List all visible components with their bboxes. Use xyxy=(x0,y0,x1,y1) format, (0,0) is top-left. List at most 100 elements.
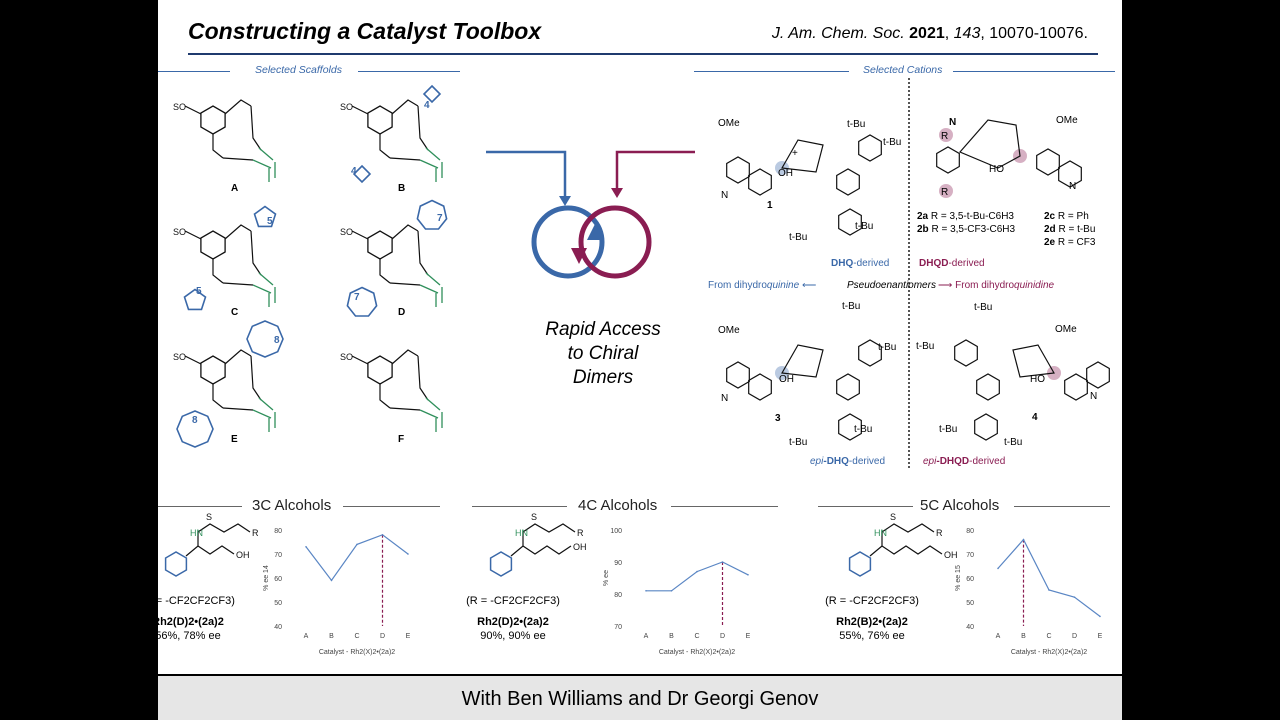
sulfamate-group xyxy=(881,523,935,546)
ring-size-c2: 5 xyxy=(196,286,202,297)
ome-label-1: OMe xyxy=(718,118,740,129)
n-label-1: N xyxy=(721,190,729,201)
tbu-aryl-top xyxy=(954,339,978,367)
y-tick-label: 60 xyxy=(966,576,974,583)
r-entry-2c: 2c R = Ph xyxy=(1044,211,1089,222)
tbu-4a: t-Bu xyxy=(974,302,993,313)
spiro-ring-bottom xyxy=(352,164,372,184)
scaffold-arene-ring xyxy=(367,230,393,260)
alc4-conditions: (R = -CF2CF2CF3) Rh2(D)2•(2a)2 90%, 90% … xyxy=(466,595,560,642)
data-point xyxy=(670,590,673,592)
data-point xyxy=(997,567,999,570)
y-tick-label: 80 xyxy=(274,528,282,535)
ome-label-4: OMe xyxy=(1055,324,1077,335)
rh-rh-core xyxy=(419,272,443,307)
y-tick-label: 100 xyxy=(610,528,622,535)
x-tick-label: E xyxy=(1098,633,1103,640)
magenta-arrowhead xyxy=(611,188,623,198)
rapid-access-text: Rapid Access to Chiral Dimers xyxy=(545,319,661,388)
spiro-ring-top xyxy=(416,199,448,230)
tbu-aryl-top xyxy=(858,339,882,367)
scaffold-linker xyxy=(351,99,419,159)
tbu-4d: t-Bu xyxy=(1004,437,1023,448)
ring-size-e1: 8 xyxy=(274,335,280,346)
x-tick-label: E xyxy=(746,633,751,640)
tbu-aryl-bottom xyxy=(974,413,998,441)
central-aryl xyxy=(836,168,860,196)
tbu-1b: t-Bu xyxy=(883,137,902,148)
scaffold-carboxylate xyxy=(222,355,262,411)
s-text: S xyxy=(531,512,537,522)
cation-divider xyxy=(908,78,910,468)
phenyl-ring xyxy=(489,551,513,577)
scaffold-carboxylate xyxy=(222,105,262,161)
scaffold-arene-ring xyxy=(367,105,393,135)
tbu-1a: t-Bu xyxy=(847,119,866,130)
tbu-4c: t-Bu xyxy=(939,424,958,435)
pseudoenantiomers-label: Pseudoenantiomers xyxy=(847,280,936,291)
scaffold-linker xyxy=(184,99,252,159)
data-point xyxy=(747,574,749,576)
ring-size-e2: 8 xyxy=(192,415,198,426)
journal-reference: J. Am. Chem. Soc. 2021, 143, 10070-10076… xyxy=(771,25,1088,42)
spiro-ring-top xyxy=(253,205,277,228)
dhqd-derived: DHQD-derived xyxy=(919,258,985,269)
quinuclidine-core xyxy=(781,344,824,378)
data-point xyxy=(305,546,307,548)
footer-credits: With Ben Williams and Dr Georgi Genov xyxy=(461,688,819,710)
series-line xyxy=(646,561,749,592)
scaffold-linker xyxy=(351,224,419,284)
spiro-ring-bottom xyxy=(346,286,378,317)
blue-swirl-arrowhead xyxy=(587,224,603,240)
r-group-highlight-a xyxy=(939,128,953,142)
scaffolds-header: Selected Scaffolds xyxy=(255,64,342,76)
scaffold-arene-ring xyxy=(200,105,226,135)
r-entry-2b: 2b R = 3,5-CF3-C6H3 xyxy=(917,224,1016,235)
y-tick-label: 60 xyxy=(274,576,282,583)
blue-arrow xyxy=(486,150,567,198)
x-tick-label: B xyxy=(329,633,334,640)
n-label-4: N xyxy=(1090,391,1098,402)
cation-label-3: 3 xyxy=(775,413,781,424)
r-text: R xyxy=(936,528,943,538)
s-text: S xyxy=(206,512,212,522)
magenta-swirl-arrowhead xyxy=(571,248,587,264)
alkyl-chain xyxy=(185,545,235,557)
cations-rule-right xyxy=(953,71,1115,72)
ring-size-d1: 7 xyxy=(437,213,443,224)
oh-text: OH xyxy=(573,542,587,552)
scaffold-linker xyxy=(184,224,252,284)
alc5-title: 5C Alcohols xyxy=(920,497,1000,514)
tbu-aryl-bottom xyxy=(838,413,862,441)
data-point xyxy=(381,534,384,536)
quinoline-ring-b xyxy=(748,373,772,401)
x-tick-label: A xyxy=(304,633,309,640)
ring-size-b1: 4 xyxy=(424,100,430,111)
dhqd-quinuclidine xyxy=(959,119,1021,169)
title-underline xyxy=(188,53,1098,55)
oh-text: OH xyxy=(236,550,250,560)
cation-label-1: 1 xyxy=(767,200,773,211)
tbu-3d: t-Bu xyxy=(789,437,808,448)
x-tick-label: B xyxy=(1021,633,1026,640)
data-point xyxy=(330,579,333,582)
alkyl-chain xyxy=(510,545,572,557)
y-tick-label: 70 xyxy=(274,552,282,559)
alc5-rule-right xyxy=(1014,506,1110,507)
tbu-aryl-top xyxy=(858,134,882,162)
y-tick-label: 70 xyxy=(966,552,974,559)
alc5-conditions: (R = -CF2CF2CF3) Rh2(B)2•(2a)2 55%, 76% … xyxy=(825,595,919,642)
y-tick-label: 70 xyxy=(614,624,622,631)
x-axis-label: Catalyst - Rh2(X)2•(2a)2 xyxy=(1011,649,1087,656)
r-text: R xyxy=(577,528,584,538)
dhqd-quinoline-a xyxy=(1036,148,1060,176)
x-tick-label: D xyxy=(720,633,725,640)
alkyl-chain xyxy=(869,545,943,557)
quinoline-ring-a xyxy=(726,361,750,389)
nh-text: HN xyxy=(515,528,528,538)
scaffold-arene-ring xyxy=(200,230,226,260)
cations-rule-left xyxy=(694,71,849,72)
quinuclidine-core xyxy=(781,139,824,173)
x-tick-label: C xyxy=(694,633,699,640)
